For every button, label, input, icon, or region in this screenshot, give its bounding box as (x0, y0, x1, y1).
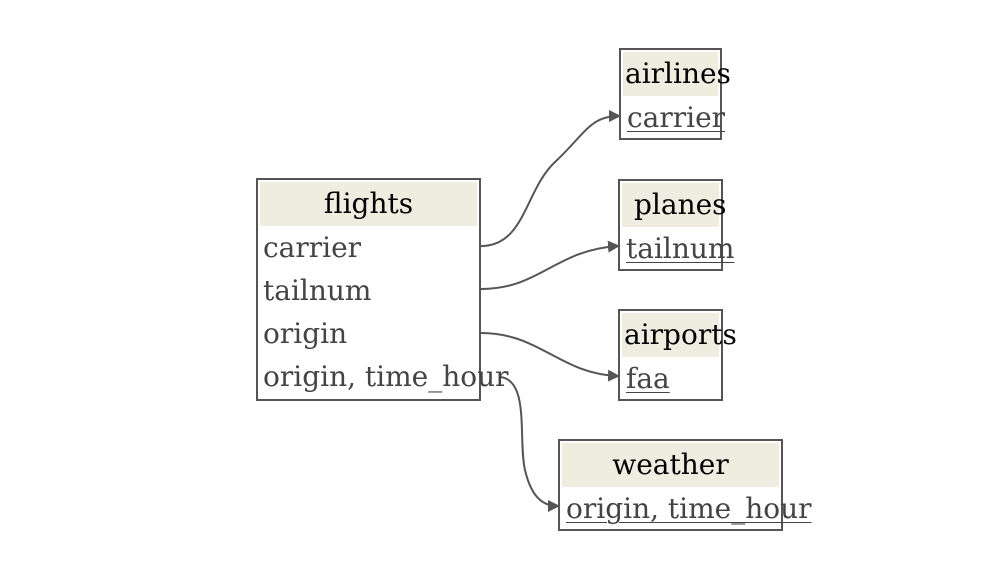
column-origin: origin (263, 317, 348, 350)
column-carrier: carrier (263, 231, 362, 264)
key-column-origin-time-hour: origin, time_hour (566, 492, 812, 525)
table-title-planes: planes (622, 183, 727, 227)
edge-carrier-to-airlines (480, 110, 621, 247)
table-title-airports: airports (622, 313, 737, 357)
table-planes[interactable]: planes tailnum (618, 179, 735, 271)
table-title-airlines: airlines (623, 52, 731, 96)
table-weather[interactable]: weather origin, time_hour (558, 439, 812, 531)
key-column-carrier: carrier (627, 101, 726, 134)
edge-origin-time-hour-to-weather (499, 376, 560, 512)
table-title-flights: flights (260, 182, 477, 226)
table-airports[interactable]: airports faa (618, 309, 737, 401)
table-title-weather: weather (562, 443, 779, 487)
table-airlines[interactable]: airlines carrier (619, 48, 731, 140)
key-column-tailnum: tailnum (626, 232, 735, 265)
table-flights[interactable]: flights carrier tailnum origin origin, t… (256, 178, 509, 401)
column-origin-time-hour: origin, time_hour (263, 360, 509, 393)
column-tailnum: tailnum (263, 274, 372, 307)
key-column-faa: faa (626, 362, 670, 395)
edge-tailnum-to-planes (480, 240, 620, 290)
